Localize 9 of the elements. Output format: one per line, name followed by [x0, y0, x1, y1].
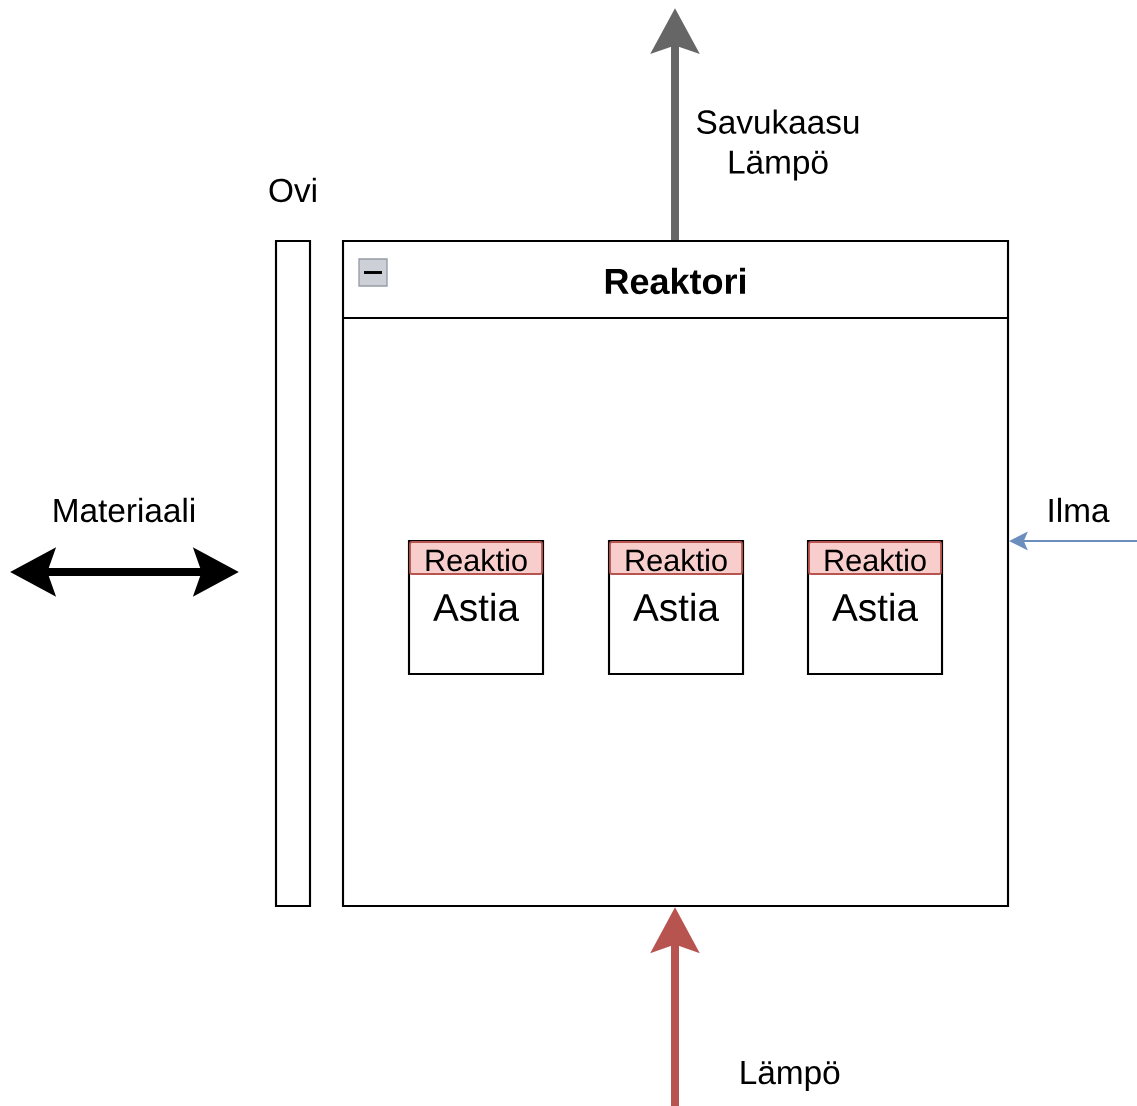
door-bar: Ovi	[269, 177, 316, 908]
edge-label: Savukaasu Lämpö	[697, 109, 859, 181]
edge-label: Ilma	[1049, 497, 1110, 523]
edge-label: Lämpö	[741, 1061, 840, 1091]
vessel-box: Reaktio Astia	[407, 539, 545, 676]
edge-label: Materiaali	[54, 497, 194, 523]
vessel-box: Reaktio Astia	[806, 539, 944, 676]
vessel-box: Reaktio Astia	[607, 539, 745, 676]
node-label: Ovi	[269, 177, 316, 203]
